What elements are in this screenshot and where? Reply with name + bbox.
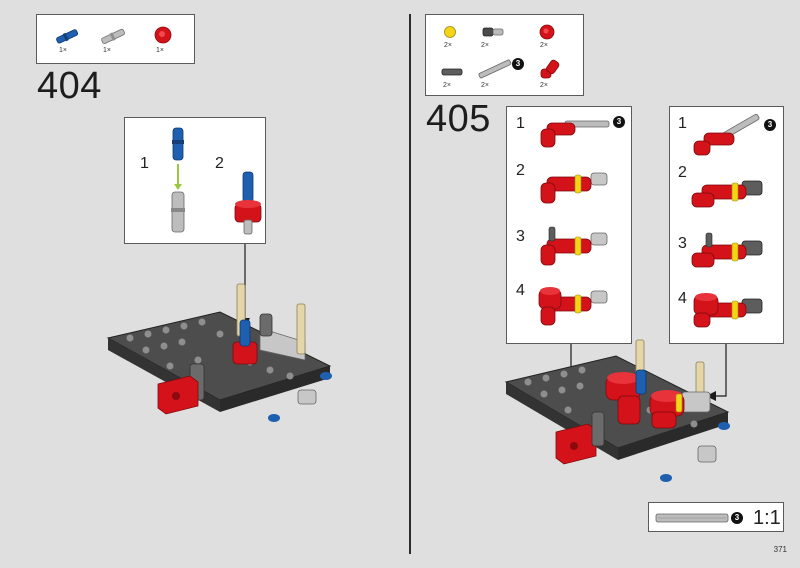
axle-length-badge: 3 <box>731 512 743 524</box>
gray-axle-icon <box>478 59 512 79</box>
substep-number: 2 <box>678 164 687 181</box>
page-number: 371 <box>773 545 787 554</box>
step-404-substep-callout: 1 2 <box>124 117 266 244</box>
dark-gray-pin-icon <box>441 68 463 76</box>
axle-length-badge: 3 <box>512 58 524 70</box>
step-404-parts-list: 1× 1× 1× <box>36 14 195 64</box>
part-qty: 2× <box>540 82 548 89</box>
pin-with-red-bush-illustration <box>234 171 262 235</box>
step-405-assembly-illustration <box>504 339 730 482</box>
substep-1-illustration <box>693 113 760 156</box>
yellow-bush-icon <box>444 26 456 38</box>
substep-2-illustration <box>691 180 763 208</box>
part-qty: 2× <box>443 82 451 89</box>
axle-scale-reference: 3 1:1 <box>648 502 784 532</box>
substep-4-illustration <box>538 287 608 326</box>
step-405-parts-list: 2× 2× 2× 2× 3 2× 2× <box>425 14 584 96</box>
scale-label: 1:1 <box>753 507 781 529</box>
gray-pin-connector-icon <box>482 27 504 37</box>
part-qty: 1× <box>156 47 164 54</box>
substep-number: 4 <box>516 282 525 299</box>
substep-number: 1 <box>140 155 149 172</box>
red-angle-connector-icon <box>540 59 560 79</box>
substep-number: 2 <box>516 162 525 179</box>
gray-axle-pin-icon <box>101 28 125 44</box>
blue-pin-into-axle-pin-illustration <box>171 127 185 233</box>
step-number: 405 <box>426 98 491 140</box>
part-qty: 2× <box>444 42 452 49</box>
axle-length-badge: 3 <box>613 116 625 128</box>
substep-2-illustration <box>540 172 608 204</box>
substep-3-illustration <box>540 226 608 266</box>
substep-number: 1 <box>678 115 687 132</box>
part-qty: 2× <box>481 82 489 89</box>
substep-1-illustration <box>540 120 610 148</box>
blue-pin-connector-icon <box>56 29 79 44</box>
substep-number: 2 <box>215 155 224 172</box>
substep-4-illustration <box>693 293 763 328</box>
page-divider <box>409 14 411 554</box>
red-bush-icon <box>154 26 172 44</box>
substep-number: 3 <box>516 228 525 245</box>
part-qty: 2× <box>481 42 489 49</box>
right-callout-arrow <box>706 344 727 401</box>
part-qty: 1× <box>103 47 111 54</box>
part-qty: 1× <box>59 47 67 54</box>
gray-axle-icon <box>655 513 729 523</box>
red-bush-icon <box>539 24 555 40</box>
step-404-assembly-illustration <box>106 283 332 422</box>
substep-3-illustration <box>691 232 763 268</box>
step-number: 404 <box>37 65 102 107</box>
step-405-right-substep-callout: 1 2 3 4 3 <box>669 106 784 344</box>
part-qty: 2× <box>540 42 548 49</box>
axle-length-badge: 3 <box>764 119 776 131</box>
substep-number: 1 <box>516 115 525 132</box>
substep-number: 3 <box>678 235 687 252</box>
substep-number: 4 <box>678 290 687 307</box>
step-405-left-substep-callout: 1 2 3 4 3 <box>506 106 632 344</box>
